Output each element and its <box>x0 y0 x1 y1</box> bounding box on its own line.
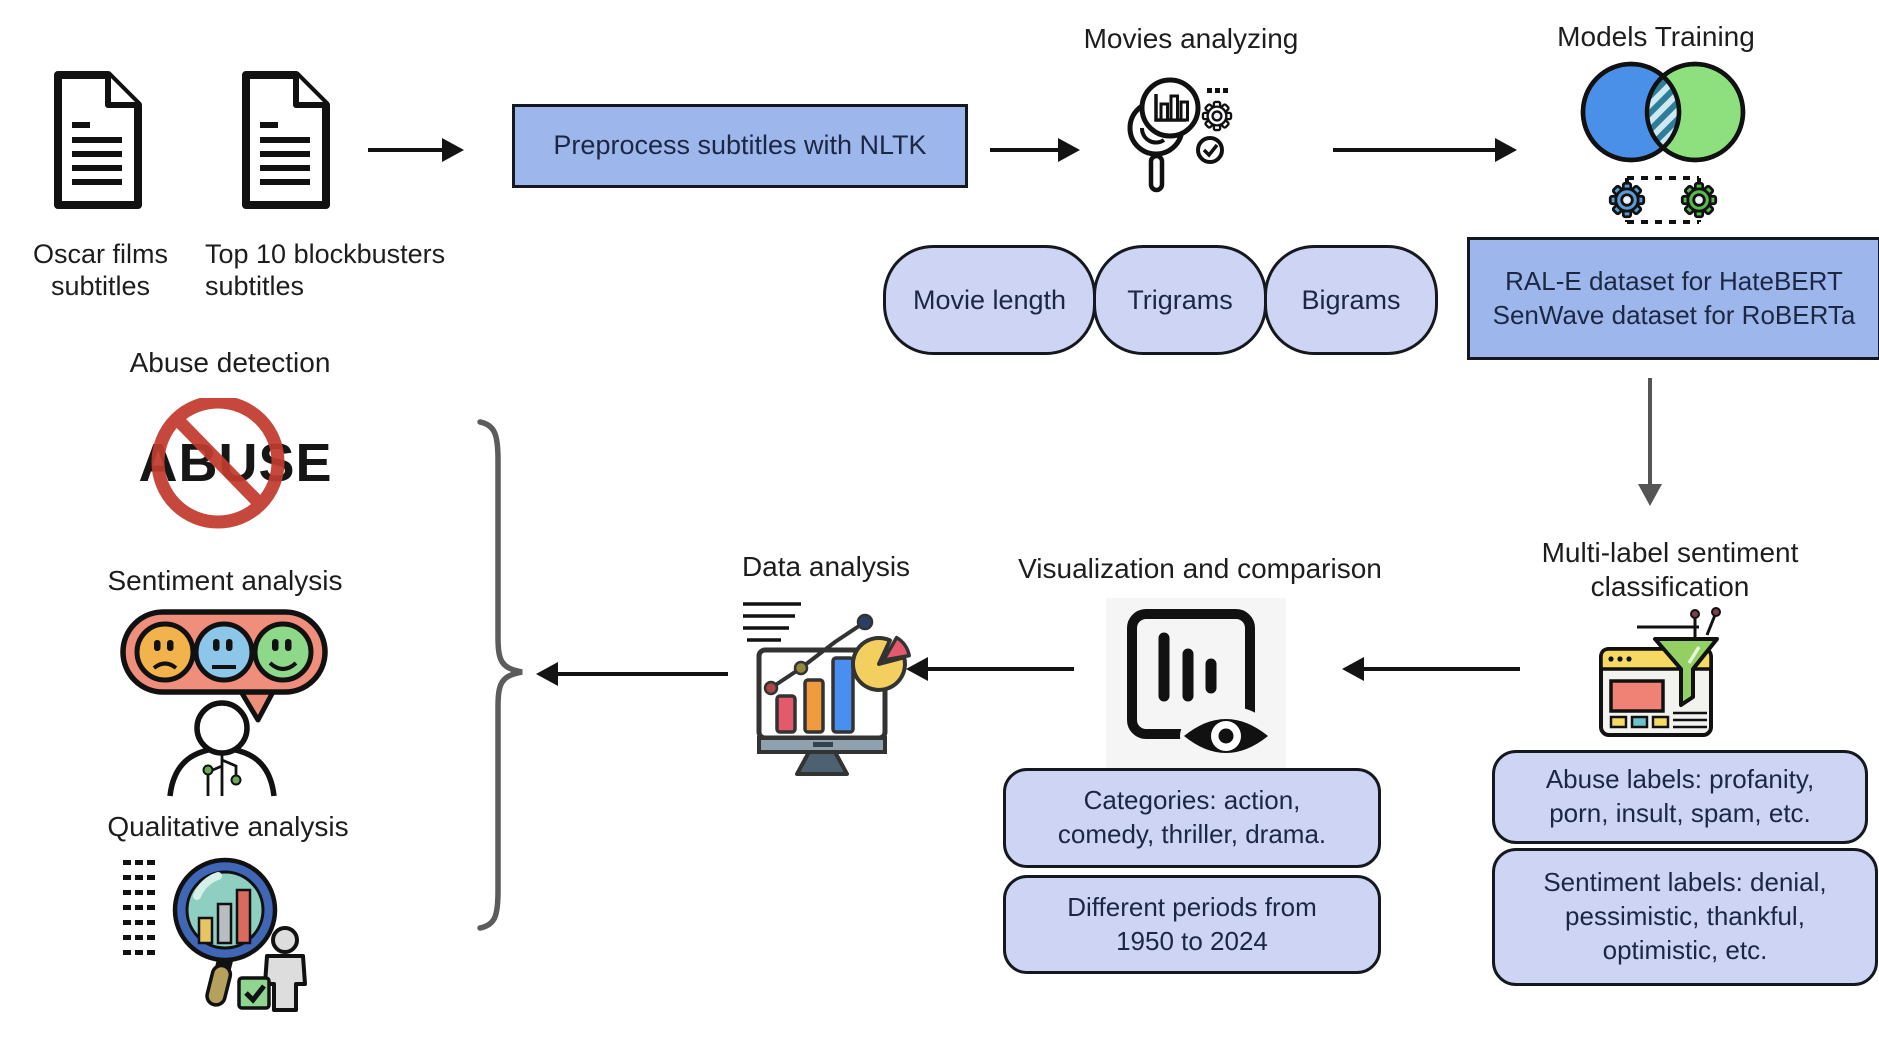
preprocess-label: Preprocess subtitles with NLTK <box>553 130 927 161</box>
pill-trigrams: Trigrams <box>1093 245 1267 355</box>
pill-movie-length: Movie length <box>883 245 1096 355</box>
no-abuse-icon: ABUSE <box>118 398 353 533</box>
magnifier-chart-icon <box>1127 77 1233 193</box>
blockbusters-label: Top 10 blockbusters subtitles <box>205 239 446 302</box>
abuse-detection-title: Abuse detection <box>129 347 331 378</box>
pill-bigrams: Bigrams <box>1264 245 1438 355</box>
datasets-box: RAL-E dataset for HateBERT SenWave datas… <box>1467 237 1879 360</box>
arrow-left-icon <box>906 656 1074 682</box>
periods-text: Different periods from 1950 to 2024 <box>1067 891 1317 956</box>
arrow-right-icon <box>990 137 1080 163</box>
classification-title: Multi-label sentiment classification <box>1541 537 1799 602</box>
arrow-left-icon <box>1342 656 1520 682</box>
arrow-left-icon <box>536 661 728 687</box>
document-icon <box>242 71 330 209</box>
pill-label: Trigrams <box>1127 284 1233 315</box>
chart-eye-icon <box>1106 598 1286 778</box>
datasets-label: RAL-E dataset for HateBERT SenWave datas… <box>1492 265 1856 330</box>
venn-gears-icon <box>1580 61 1746 224</box>
sentiment-labels-text: Sentiment labels: denial, pessimistic, t… <box>1543 867 1827 965</box>
qualitative-analysis-title: Qualitative analysis <box>107 811 349 842</box>
sentiment-analysis-title: Sentiment analysis <box>107 565 343 596</box>
periods-box: Different periods from 1950 to 2024 <box>1003 875 1381 974</box>
categories-text: Categories: action, comedy, thriller, dr… <box>1057 785 1327 849</box>
abuse-labels-text: Abuse labels: profanity, porn, insult, s… <box>1545 764 1815 828</box>
magnifier-person-icon <box>123 857 307 1012</box>
categories-box: Categories: action, comedy, thriller, dr… <box>1003 768 1381 868</box>
preprocess-box: Preprocess subtitles with NLTK <box>512 104 968 188</box>
pill-label: Movie length <box>912 284 1067 315</box>
prohibition-sign-icon <box>151 398 285 529</box>
sentiment-labels-box: Sentiment labels: denial, pessimistic, t… <box>1492 848 1878 986</box>
arrow-right-icon <box>1333 137 1517 163</box>
arrow-right-icon <box>368 137 464 163</box>
oscar-films-label: Oscar films subtitles <box>33 239 168 302</box>
curly-brace <box>477 419 523 931</box>
funnel-window-icon <box>1599 607 1721 737</box>
document-icon <box>54 71 142 209</box>
arrow-down-icon <box>1637 378 1663 506</box>
data-analysis-title: Data analysis <box>741 551 911 582</box>
visualization-title: Visualization and comparison <box>1018 553 1382 584</box>
models-training-title: Models Training <box>1557 21 1755 52</box>
pill-label: Bigrams <box>1301 284 1401 315</box>
emoji-speech-person-icon <box>120 609 328 797</box>
movies-analyzing-title: Movies analyzing <box>1083 23 1299 54</box>
monitor-chart-icon <box>743 602 911 776</box>
abuse-labels-box: Abuse labels: profanity, porn, insult, s… <box>1492 750 1868 844</box>
